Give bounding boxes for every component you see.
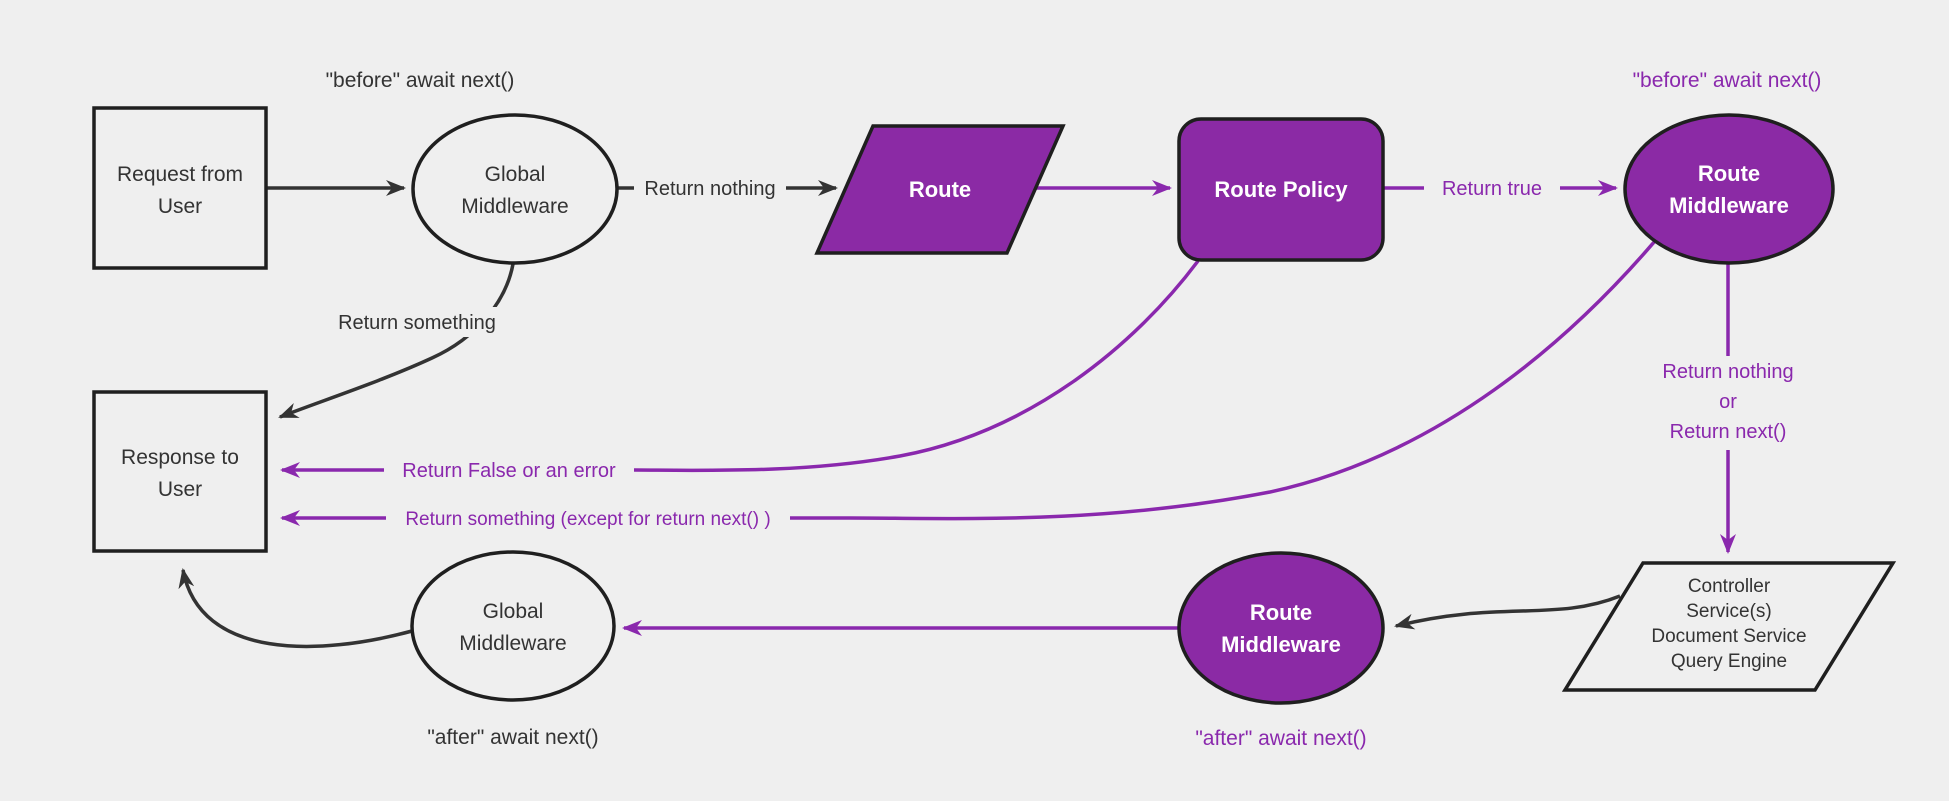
route-middleware-top-label-line1: Route [1698,161,1760,186]
route-middleware-top-label-line2: Middleware [1669,193,1789,218]
edge-label-return-next-line: Return next() [1670,421,1787,443]
edge-label-bg [1640,356,1816,450]
global-middleware-top-label-line2: Middleware [461,195,568,218]
request-from-user-label-line2: User [158,195,202,218]
edge-label-return-true-text: Return true [1442,178,1542,200]
route-policy-box [1177,117,1385,262]
edge-label-bg [1424,173,1560,203]
annotation-route-after-await-next: "after" await next() [1195,727,1366,750]
global-middleware-top-ellipse [411,113,619,265]
global-middleware-bottom-ellipse [410,550,616,702]
controller-label-line4: Query Engine [1671,651,1787,672]
annotation-global-before-await-next: "before" await next() [326,69,515,92]
edge-route-policy-return-false [280,259,1200,478]
edge-global-middleware-bottom-to-response [178,568,413,649]
node-route-middleware-bottom: Route Middleware [1177,551,1385,705]
node-global-middleware-top: Global Middleware [411,113,619,265]
global-middleware-bottom-label-line1: Global [483,600,544,623]
edge-label-return-false-text: Return False or an error [402,460,616,482]
response-to-user-label-line2: User [158,478,202,501]
edge-global-middleware-return-something [278,263,515,419]
edge-label-or-line: or [1719,391,1737,413]
edge-label-return-nothing-text: Return nothing [644,178,775,200]
edge-label-return-nothing: Return nothing [634,173,786,203]
node-route-middleware-top: Route Middleware [1623,113,1835,265]
global-middleware-top-label-line1: Global [485,163,546,186]
annotation-global-after-await-next: "after" await next() [427,726,598,749]
route-policy-label: Route Policy [1214,177,1348,202]
edge-label-return-something-except-text: Return something (except for return next… [405,509,770,530]
node-global-middleware-bottom: Global Middleware [410,550,616,702]
route-middleware-bottom-ellipse [1177,551,1385,705]
route-middleware-bottom-label-line1: Route [1250,600,1312,625]
controller-label-line3: Document Service [1651,626,1806,647]
edge-label-return-something-text: Return something [338,312,496,334]
edge-label-return-something: Return something [336,307,498,337]
edge-label-bg [386,503,790,534]
controller-label-line2: Service(s) [1686,601,1772,622]
node-request-from-user: Request from User [92,106,268,270]
edge-route-middleware-return-something-except [280,239,1657,526]
node-route-policy: Route Policy [1177,117,1385,262]
controller-parallelogram [1561,561,1897,692]
edge-label-return-true: Return true [1424,173,1560,203]
route-middleware-bottom-label-line2: Middleware [1221,632,1341,657]
edge-label-return-nothing-line: Return nothing [1662,361,1793,383]
response-to-user-box [92,390,268,553]
edge-label-return-false-or-error: Return False or an error [384,455,634,486]
request-from-user-label-line1: Request from [117,163,243,186]
route-parallelogram [814,124,1066,255]
node-response-to-user: Response to User [92,390,268,553]
node-route: Route [814,124,1066,255]
response-to-user-label-line1: Response to [121,446,239,469]
edge-controller-to-route-middleware-bottom [1394,594,1621,630]
node-controller-services: Controller Service(s) Document Service Q… [1561,561,1897,692]
edge-label-return-something-except: Return something (except for return next… [386,503,790,534]
edge-label-bg [634,173,786,203]
edge-label-bg [384,455,634,486]
route-middleware-top-ellipse [1623,113,1835,265]
global-middleware-bottom-label-line2: Middleware [459,632,566,655]
annotation-route-before-await-next: "before" await next() [1633,69,1822,92]
request-from-user-box [92,106,268,270]
edge-label-return-nothing-or-next: Return nothing or Return next() [1640,356,1816,450]
controller-label-line1: Controller [1688,576,1771,597]
edge-label-bg [336,307,498,337]
route-label: Route [909,177,971,202]
